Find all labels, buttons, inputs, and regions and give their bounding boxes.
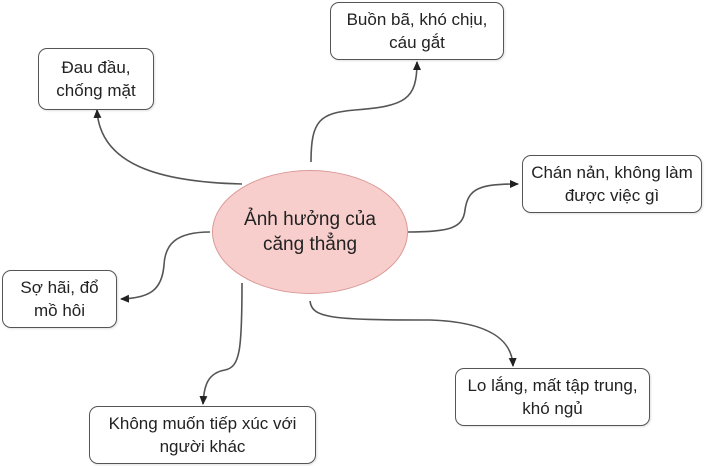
node-label: Lo lắng, mất tập trung, khó ngủ [467,376,638,418]
node-label: Không muốn tiếp xúc với người khác [108,414,297,456]
node-label: Buồn bã, khó chịu, cáu gắt [346,10,488,52]
connector-center-to-dau-dau [93,109,243,185]
central-topic-label: Ảnh hưởng của căng thẳng [244,209,376,255]
node-dau-dau-chong-mat[interactable]: Đau đầu, chống mặt [38,48,154,110]
connector-center-to-buon-ba [310,61,421,163]
connector-center-to-khong-muon [199,282,243,405]
node-lo-lang[interactable]: Lo lắng, mất tập trung, khó ngủ [455,368,650,426]
node-buon-ba-kho-chiu[interactable]: Buồn bã, khó chịu, cáu gắt [330,2,504,60]
node-so-hai[interactable]: Sợ hãi, đổ mồ hôi [2,270,117,328]
central-topic-node[interactable]: Ảnh hưởng của căng thẳng [212,170,408,294]
node-label: Đau đầu, chống mặt [56,58,136,100]
node-khong-muon-tiep-xuc[interactable]: Không muốn tiếp xúc với người khác [89,406,316,464]
node-chan-nan[interactable]: Chán nản, không làm được việc gì [522,155,702,213]
connector-center-to-so-hai [120,231,211,303]
connector-center-to-chan-nan [407,180,519,233]
node-label: Sợ hãi, đổ mồ hôi [20,278,99,320]
connector-center-to-lo-lang [309,300,517,367]
node-label: Chán nản, không làm được việc gì [531,163,693,205]
